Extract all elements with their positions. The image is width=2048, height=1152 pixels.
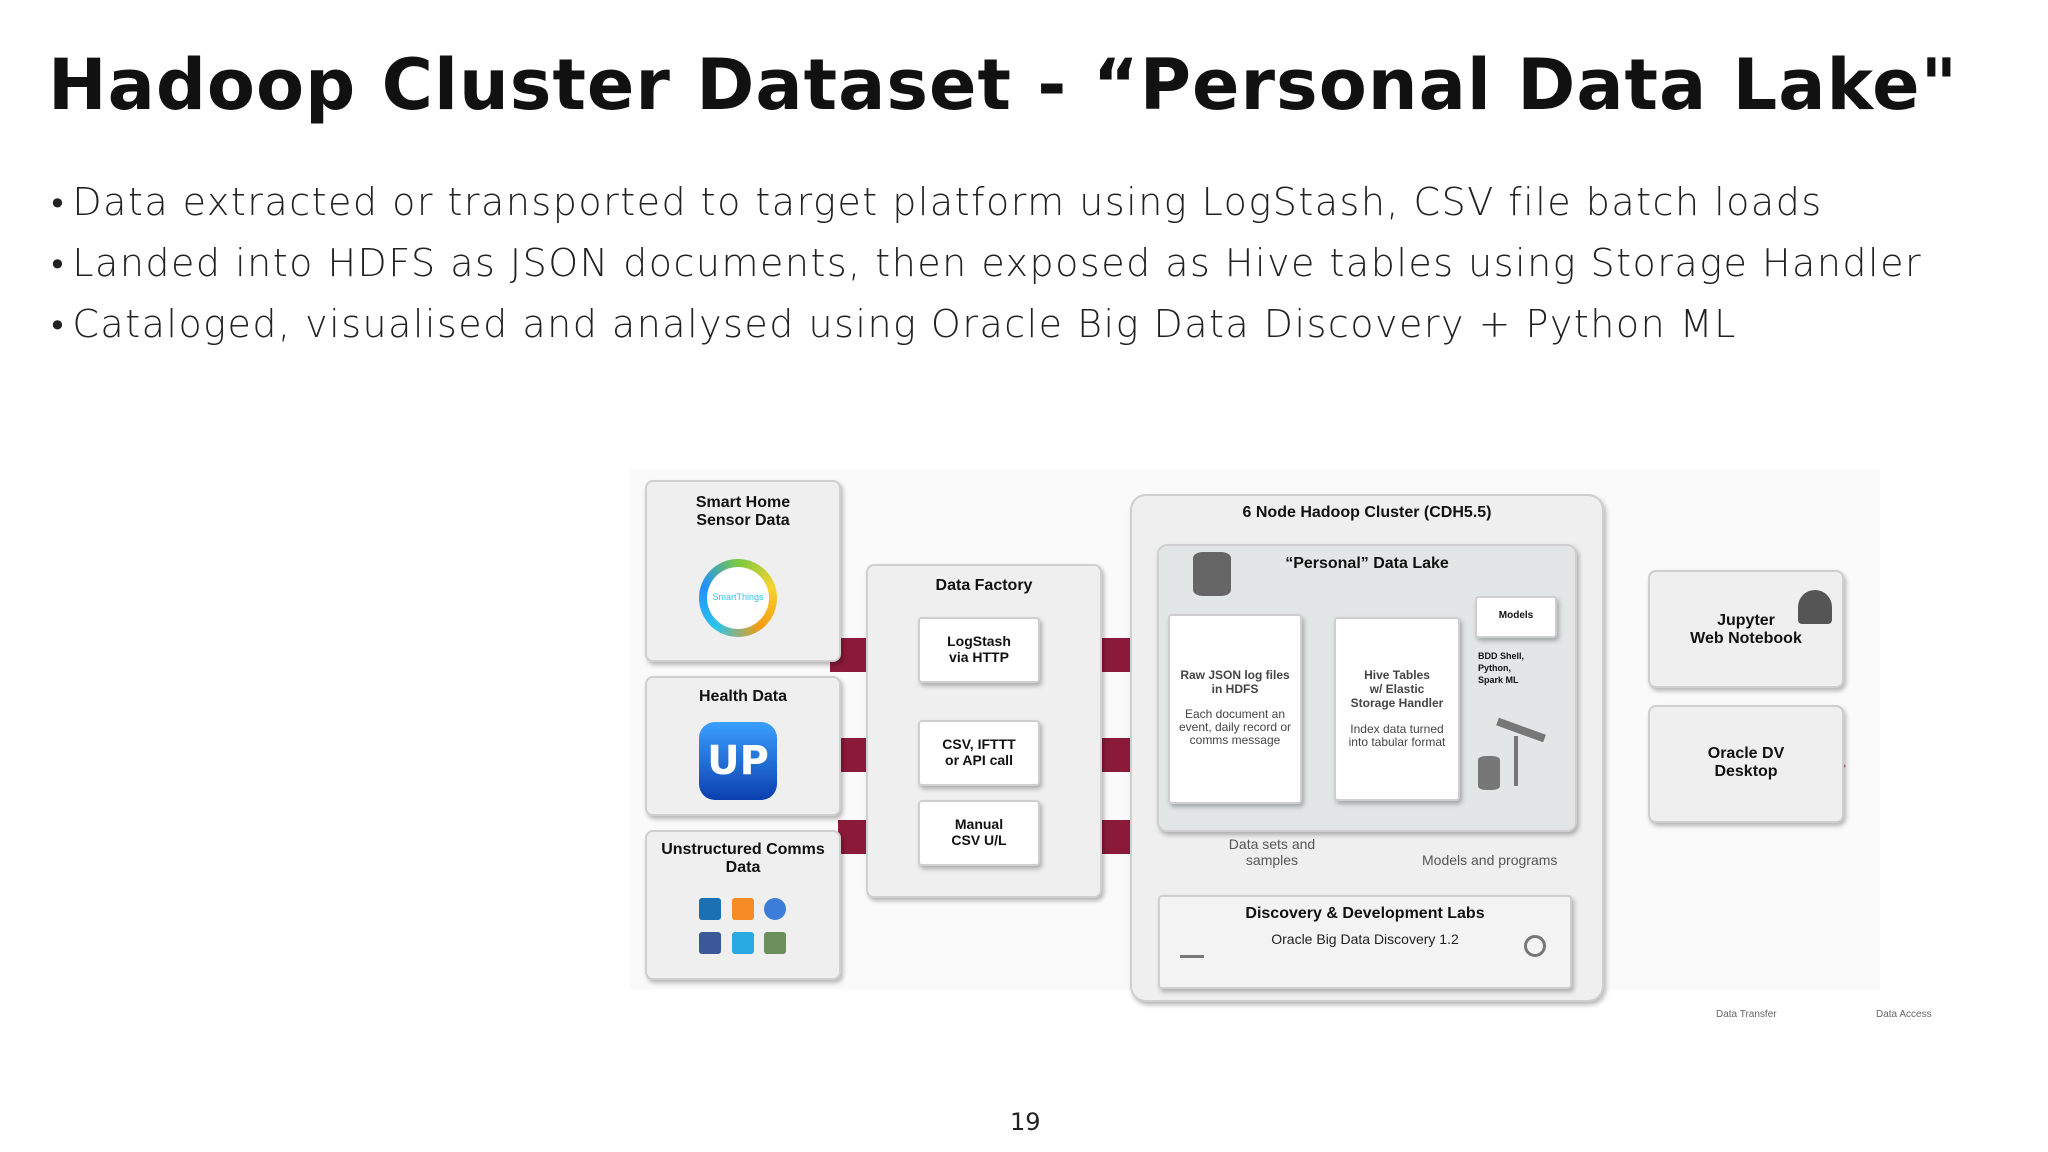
architecture-diagram bbox=[630, 470, 1960, 1030]
bullet-text: Cataloged, visualised and analysed using… bbox=[72, 302, 1737, 346]
bullet-dot: • bbox=[48, 185, 69, 223]
arrow-smarthome-transfer bbox=[830, 625, 1178, 685]
slide-title: Hadoop Cluster Dataset - “Personal Data … bbox=[48, 44, 1959, 126]
bullet-dot: • bbox=[48, 307, 69, 345]
arrow-up-transfer bbox=[1062, 855, 1082, 875]
bullet-text: Data extracted or transported to target … bbox=[72, 180, 1823, 224]
bullet-item: •Data extracted or transported to target… bbox=[48, 176, 1922, 237]
bullet-item: •Landed into HDFS as JSON documents, the… bbox=[48, 237, 1922, 298]
arrow-comms-transfer bbox=[838, 807, 1180, 868]
page-number: 19 bbox=[1010, 1108, 1041, 1136]
arrow-dv-access bbox=[1240, 705, 1294, 730]
arrow-dv-transfer bbox=[1238, 738, 1292, 774]
bullet-text: Landed into HDFS as JSON documents, then… bbox=[72, 241, 1923, 285]
legend-transfer-arrow bbox=[1654, 757, 1686, 775]
arrow-health-transfer bbox=[838, 724, 1180, 786]
legend-access-arrow bbox=[1814, 757, 1846, 775]
arrow-jupyter-access bbox=[1240, 593, 1294, 618]
bullet-item: •Cataloged, visualised and analysed usin… bbox=[48, 298, 1922, 359]
arrows-layer bbox=[830, 593, 1846, 877]
bullet-dot: • bbox=[48, 246, 69, 284]
arrow-raw-to-hive bbox=[1302, 681, 1334, 723]
bullet-list: •Data extracted or transported to target… bbox=[48, 176, 1922, 359]
